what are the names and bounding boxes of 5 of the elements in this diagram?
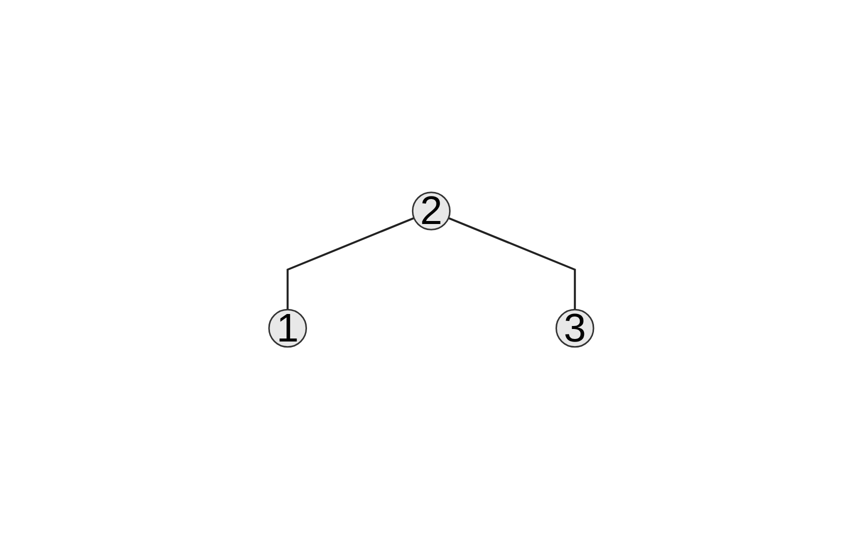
- connector: [448, 216, 576, 310]
- node-circle: 1: [268, 308, 308, 348]
- connector: [286, 216, 415, 310]
- node-circle: 3: [556, 308, 594, 348]
- node-circle: 2: [412, 192, 451, 230]
